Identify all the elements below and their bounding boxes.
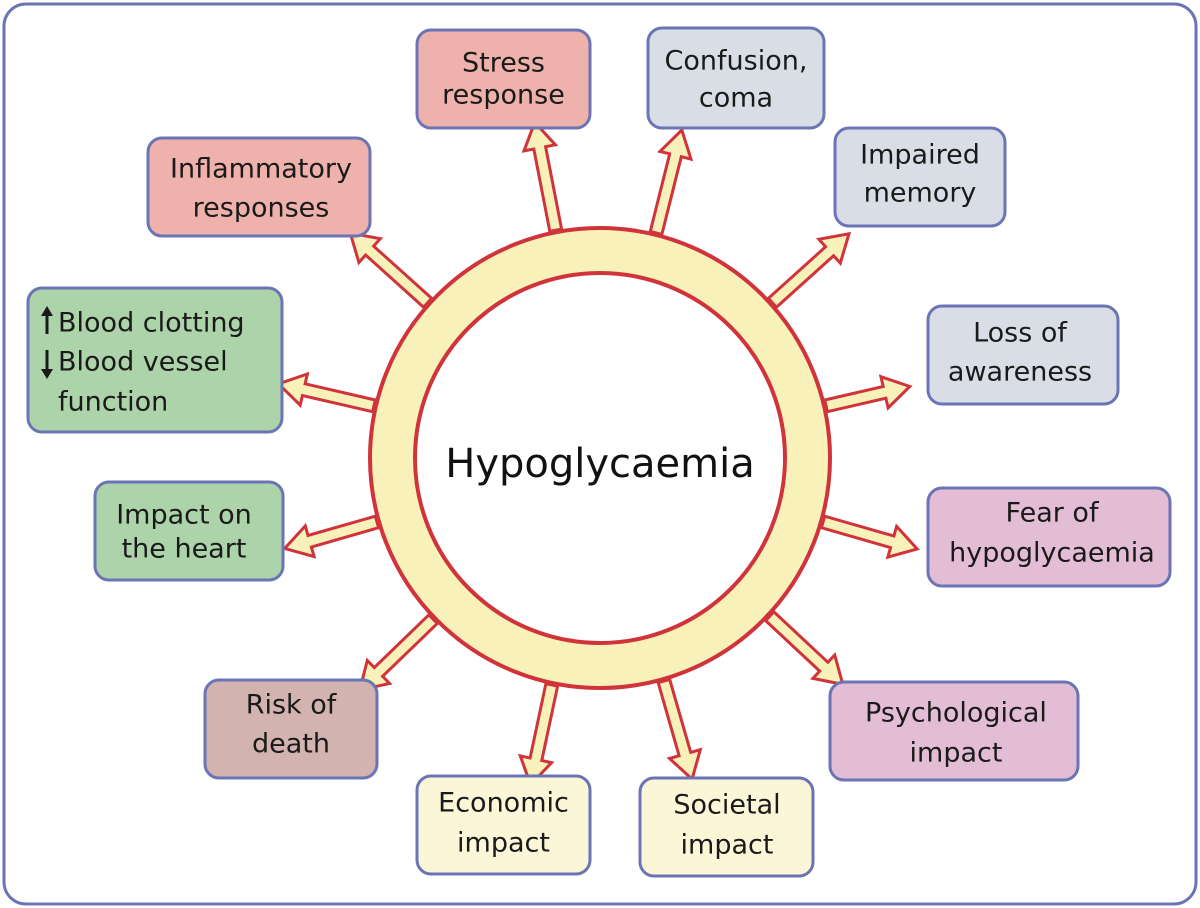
box-line-1: Risk of (246, 690, 338, 721)
box-line-2: responses (193, 193, 330, 224)
effect-confusion-coma: Confusion, coma (646, 26, 826, 130)
effect-impact-on-heart: Impact on the heart (93, 480, 285, 582)
box (926, 486, 1172, 588)
arrow-to-societal-impact (656, 677, 703, 782)
ring-inner (413, 271, 787, 645)
effect-economic-impact: Economic impact (415, 774, 592, 876)
effect-societal-impact: Societal impact (638, 776, 815, 878)
arrow-to-psychological-impact (763, 609, 845, 687)
box-line-1: Blood clotting (58, 308, 245, 339)
box-line-2: response (442, 80, 565, 111)
arrow-to-confusion-coma (648, 127, 694, 237)
effect-inflammatory-responses: Inflammatory responses (146, 136, 372, 238)
effect-blood-clotting: Blood clotting Blood vessel function (26, 286, 284, 434)
box-line-1: Stress (462, 48, 545, 79)
effect-loss-of-awareness: Loss of awareness (926, 304, 1120, 406)
effect-risk-of-death: Risk of death (203, 678, 379, 780)
down-arrow-icon (41, 350, 53, 379)
arrows-layer (275, 119, 920, 788)
effect-stress-response: Stress response (415, 28, 592, 130)
box-line-1: Societal (673, 790, 780, 821)
box-line-2: death (252, 729, 330, 760)
box-line-2: coma (699, 83, 773, 114)
box-line-2: the heart (122, 534, 247, 565)
arrow-to-impaired-memory (766, 231, 852, 310)
box-line-2: awareness (948, 357, 1092, 388)
arrow-to-blood-clotting (275, 371, 378, 414)
arrow-to-inflammatory-responses (348, 231, 434, 310)
box-line-2: impact (910, 738, 1003, 769)
arrow-to-impact-on-heart (281, 514, 381, 559)
arrow-to-stress-response (521, 119, 564, 234)
center-ring: Hypoglycaemia (368, 226, 832, 690)
center-label: Hypoglycaemia (445, 441, 755, 487)
box-line-2: Blood vessel (58, 347, 228, 378)
box-line-1: Psychological (865, 698, 1047, 729)
box-line-1: Loss of (973, 318, 1068, 349)
box-line-2: memory (864, 178, 977, 209)
box (638, 776, 815, 878)
box-line-2: hypoglycaemia (949, 538, 1155, 569)
box-line-1: Impact on (116, 500, 252, 531)
box (146, 136, 372, 238)
box-line-3: function (58, 387, 168, 418)
box-line-1: Economic (438, 788, 569, 819)
arrow-to-economic-impact (517, 681, 560, 788)
box (26, 286, 284, 434)
up-arrow-icon (41, 306, 53, 334)
arrow-to-fear-of-hypoglycaemia (819, 514, 920, 560)
effect-impaired-memory: Impaired memory (833, 126, 1007, 228)
box-line-1: Confusion, (665, 46, 808, 77)
box (203, 678, 379, 780)
box (833, 126, 1007, 228)
effect-fear-of-hypoglycaemia: Fear of hypoglycaemia (926, 486, 1172, 588)
box-line-1: Inflammatory (170, 154, 352, 185)
arrow-to-loss-of-awareness (822, 374, 913, 414)
box (415, 774, 592, 876)
box-line-2: impact (457, 828, 550, 859)
box (93, 480, 285, 582)
box (646, 26, 826, 130)
box (415, 28, 592, 130)
box (828, 680, 1080, 782)
box-line-1: Fear of (1006, 498, 1100, 529)
box-line-1: Impaired (860, 140, 980, 171)
box (926, 304, 1120, 406)
box-line-2: impact (681, 830, 774, 861)
effect-psychological-impact: Psychological impact (828, 680, 1080, 782)
